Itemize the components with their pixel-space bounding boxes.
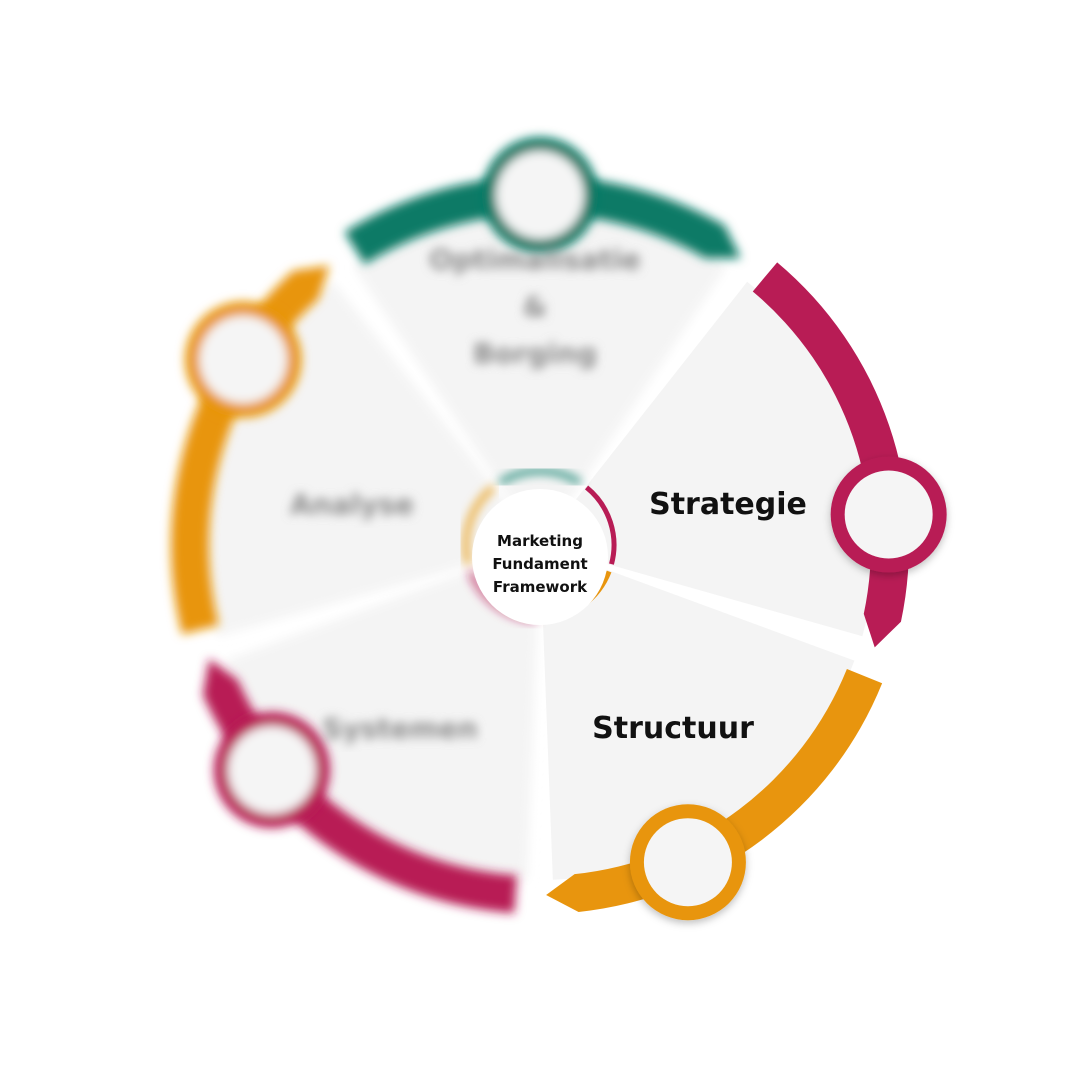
label-analyse: Analyse: [290, 488, 414, 521]
center-hub: [472, 489, 608, 625]
node-core-analyse: [199, 315, 288, 404]
center-ring-analyse: [463, 485, 496, 565]
arc-arrow-strategie: [752, 262, 909, 648]
wedge-systemen: [225, 545, 540, 880]
wedge-structuur: [540, 545, 855, 880]
label-strategie: Strategie: [649, 487, 807, 522]
node-core-systemen: [227, 725, 316, 814]
node-layer: [185, 137, 947, 921]
center-label-line: Fundament: [492, 555, 587, 573]
label-optimalisatie-line: Optimalisatie: [429, 243, 641, 276]
center-ring-optimalisatie: [498, 468, 582, 486]
center-label-line: Framework: [493, 578, 588, 596]
node-core-strategie: [844, 470, 933, 559]
wedge-strategie: [540, 281, 875, 637]
center-ring-strategie: [584, 485, 617, 565]
center-label-line: Marketing: [497, 532, 583, 550]
node-strategie: [830, 456, 947, 573]
label-optimalisatie-line: Borging: [473, 337, 597, 370]
label-structuur-line: Structuur: [592, 711, 754, 746]
wedge-optimalisatie: [353, 210, 727, 545]
node-analyse: [185, 301, 302, 418]
arc-arrow-optimalisatie: [344, 176, 741, 265]
label-systemen-line: Systemen: [322, 712, 478, 745]
label-analyse-line: Analyse: [290, 488, 414, 521]
label-strategie-line: Strategie: [649, 487, 807, 522]
node-core-structuur: [643, 818, 732, 907]
wedge-layer: [205, 210, 875, 880]
label-optimalisatie: Optimalisatie & Borging: [429, 243, 641, 370]
node-structuur: [629, 804, 746, 921]
node-optimalisatie: [482, 137, 598, 253]
label-optimalisatie-line: &: [523, 290, 547, 323]
label-structuur: Structuur: [592, 711, 754, 746]
node-systemen: [213, 711, 330, 828]
label-systemen: Systemen: [322, 712, 478, 745]
node-core-optimalisatie: [496, 151, 584, 239]
arc-layer: [171, 176, 909, 914]
